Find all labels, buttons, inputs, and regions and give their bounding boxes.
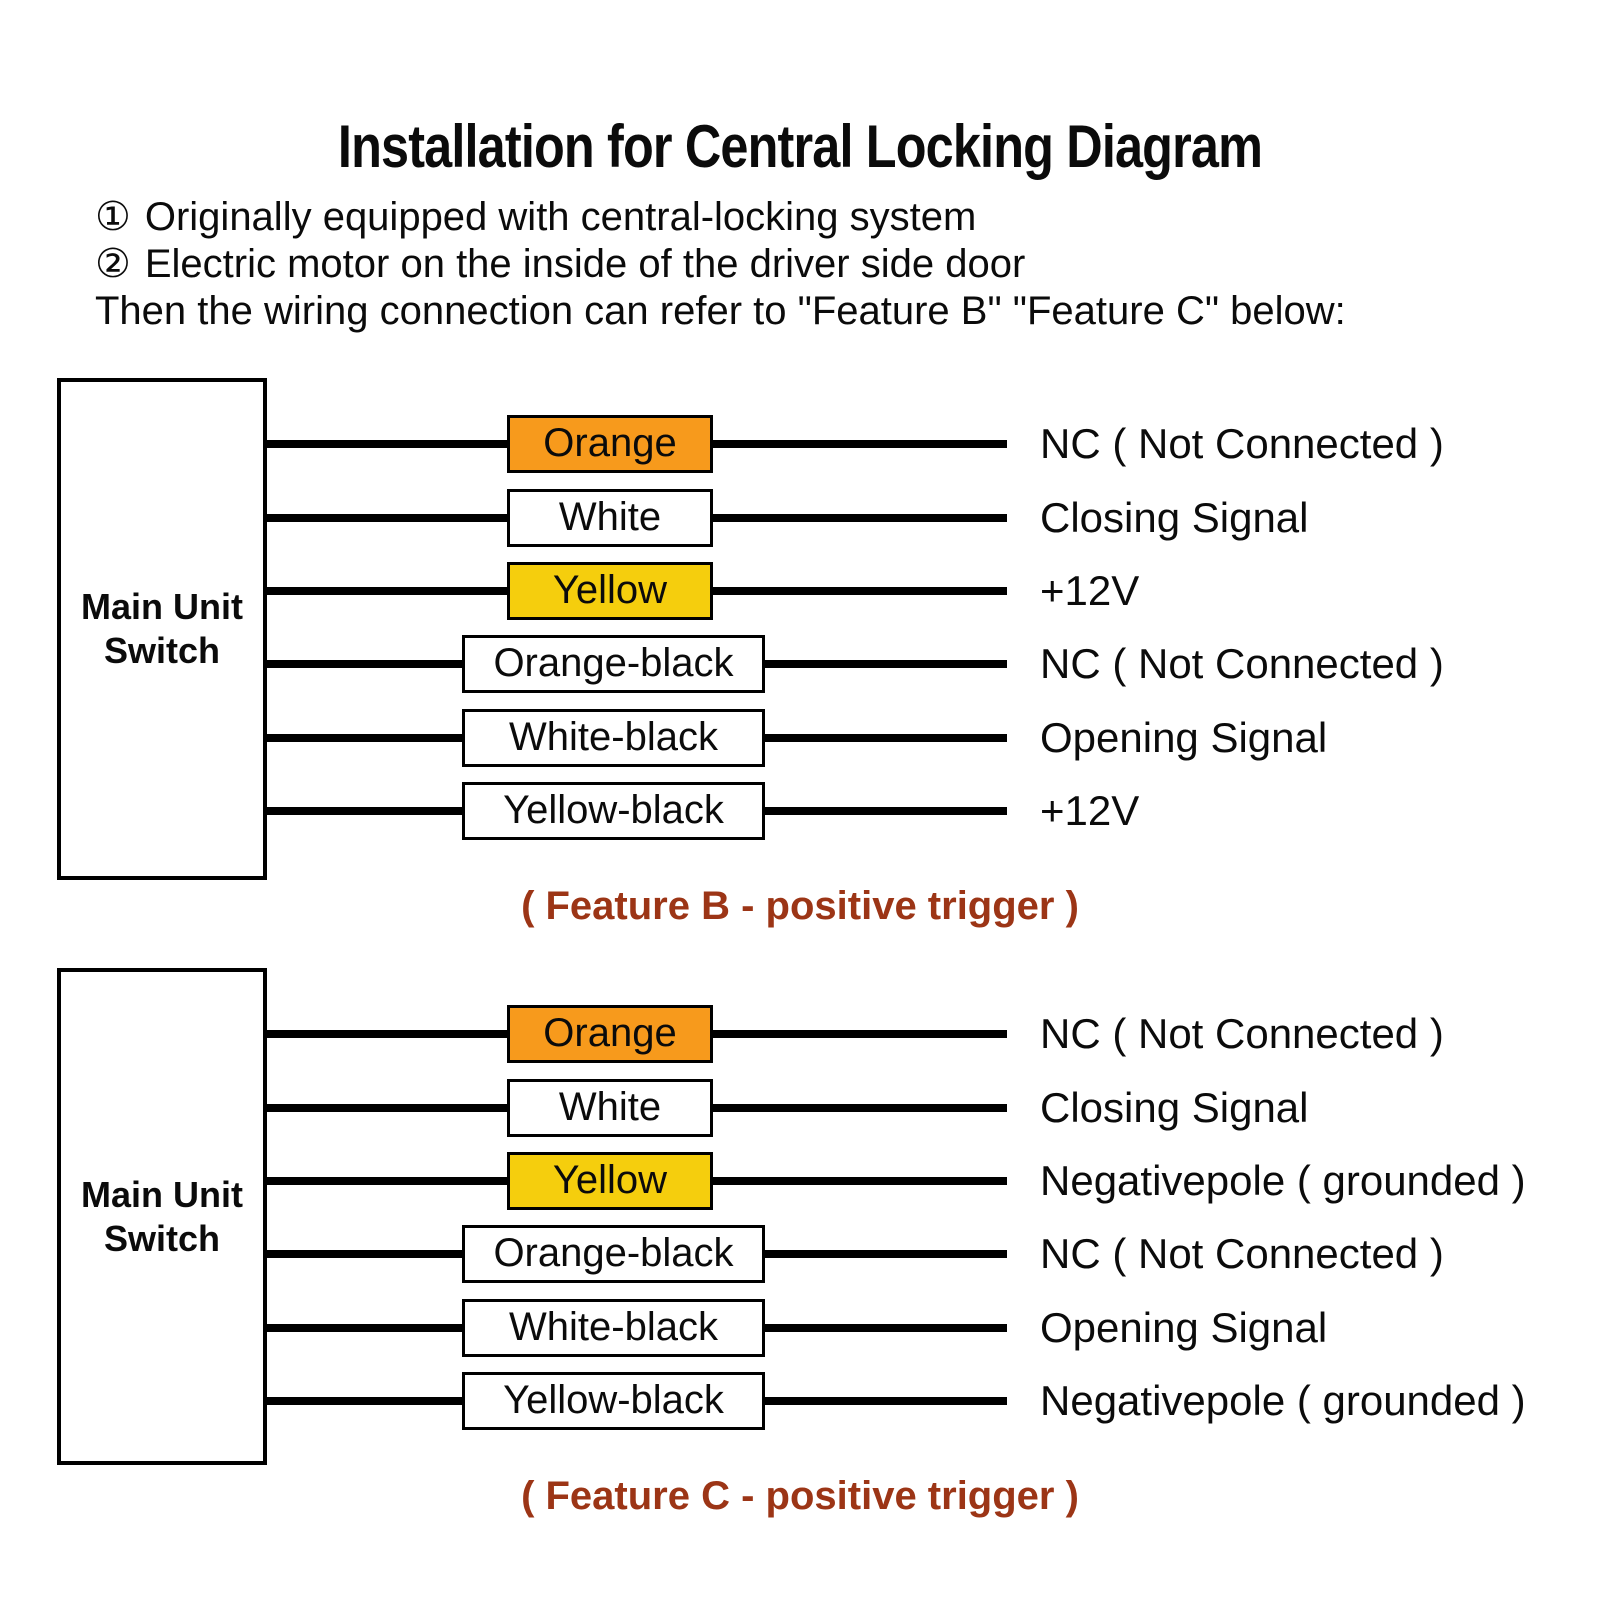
circled-1-glyph: ① (95, 195, 131, 239)
feature-b-diagram: Main Unit Switch Orange NC ( Not Connect… (0, 378, 1600, 958)
wire-segment (765, 1250, 1007, 1258)
wire-segment (713, 1030, 1007, 1038)
signal-label: NC ( Not Connected ) (1040, 1230, 1444, 1277)
note-2: ② Electric motor on the inside of the dri… (95, 241, 1346, 288)
wire-segment (267, 1177, 507, 1185)
wire-color-box-yellow: Yellow (507, 1152, 713, 1210)
wire-color-box-orange: Orange (507, 1005, 713, 1063)
signal-label: Closing Signal (1040, 1084, 1309, 1131)
wire-segment (267, 440, 507, 448)
wire-color-box-yellow-black: Yellow-black (462, 1372, 765, 1430)
wire-segment (765, 1324, 1007, 1332)
main-unit-switch-box: Main Unit Switch (57, 378, 267, 880)
wire-color-box-orange-black: Orange-black (462, 635, 765, 693)
wire-color-box-yellow: Yellow (507, 562, 713, 620)
signal-label: NC ( Not Connected ) (1040, 420, 1444, 467)
signal-label: Negativepole ( grounded ) (1040, 1377, 1526, 1424)
wire-segment (267, 807, 462, 815)
wire-segment (713, 587, 1007, 595)
signal-label: +12V (1040, 787, 1140, 834)
signal-label: NC ( Not Connected ) (1040, 1010, 1444, 1057)
signal-label: NC ( Not Connected ) (1040, 640, 1444, 687)
wire-segment (267, 1030, 507, 1038)
wire-color-box-orange: Orange (507, 415, 713, 473)
wire-color-box-white: White (507, 1079, 713, 1137)
wire-segment (765, 807, 1007, 815)
signal-label: +12V (1040, 567, 1140, 614)
wire-segment (713, 1104, 1007, 1112)
wire-segment (713, 440, 1007, 448)
main-unit-switch-box: Main Unit Switch (57, 968, 267, 1465)
signal-label: Opening Signal (1040, 1304, 1328, 1351)
feature-c-diagram: Main Unit Switch Orange NC ( Not Connect… (0, 968, 1600, 1548)
page-title: Installation for Central Locking Diagram (337, 113, 1263, 180)
note-footer: Then the wiring connection can refer to … (95, 289, 1346, 333)
wire-segment (765, 1397, 1007, 1405)
wire-color-box-yellow-black: Yellow-black (462, 782, 765, 840)
wire-segment (765, 660, 1007, 668)
signal-label: Negativepole ( grounded ) (1040, 1157, 1526, 1204)
circled-2-glyph: ② (95, 242, 131, 286)
wire-color-box-white-black: White-black (462, 709, 765, 767)
wire-segment (267, 1397, 462, 1405)
wire-segment (267, 587, 507, 595)
wire-segment (267, 1324, 462, 1332)
wire-segment (267, 1250, 462, 1258)
main-unit-switch-label: Main Unit Switch (81, 586, 243, 671)
note-1-text: Originally equipped with central-locking… (144, 195, 977, 239)
wire-color-box-orange-black: Orange-black (462, 1225, 765, 1283)
note-2-text: Electric motor on the inside of the driv… (144, 242, 1026, 286)
wire-segment (267, 1104, 507, 1112)
main-unit-switch-label: Main Unit Switch (81, 1173, 243, 1259)
feature-c-caption: ( Feature C - positive trigger ) (521, 1474, 1079, 1518)
wire-segment (713, 1177, 1007, 1185)
wire-segment (267, 514, 507, 522)
note-1: ① Originally equipped with central-lockin… (95, 194, 1346, 241)
signal-label: Closing Signal (1040, 494, 1309, 541)
notes-block: ① Originally equipped with central-lockin… (95, 194, 1346, 335)
wire-segment (267, 734, 462, 742)
wire-segment (765, 734, 1007, 742)
feature-b-caption: ( Feature B - positive trigger ) (521, 884, 1079, 928)
wire-segment (267, 660, 462, 668)
wire-color-box-white-black: White-black (462, 1299, 765, 1357)
wire-segment (713, 514, 1007, 522)
wire-color-box-white: White (507, 489, 713, 547)
signal-label: Opening Signal (1040, 714, 1328, 761)
